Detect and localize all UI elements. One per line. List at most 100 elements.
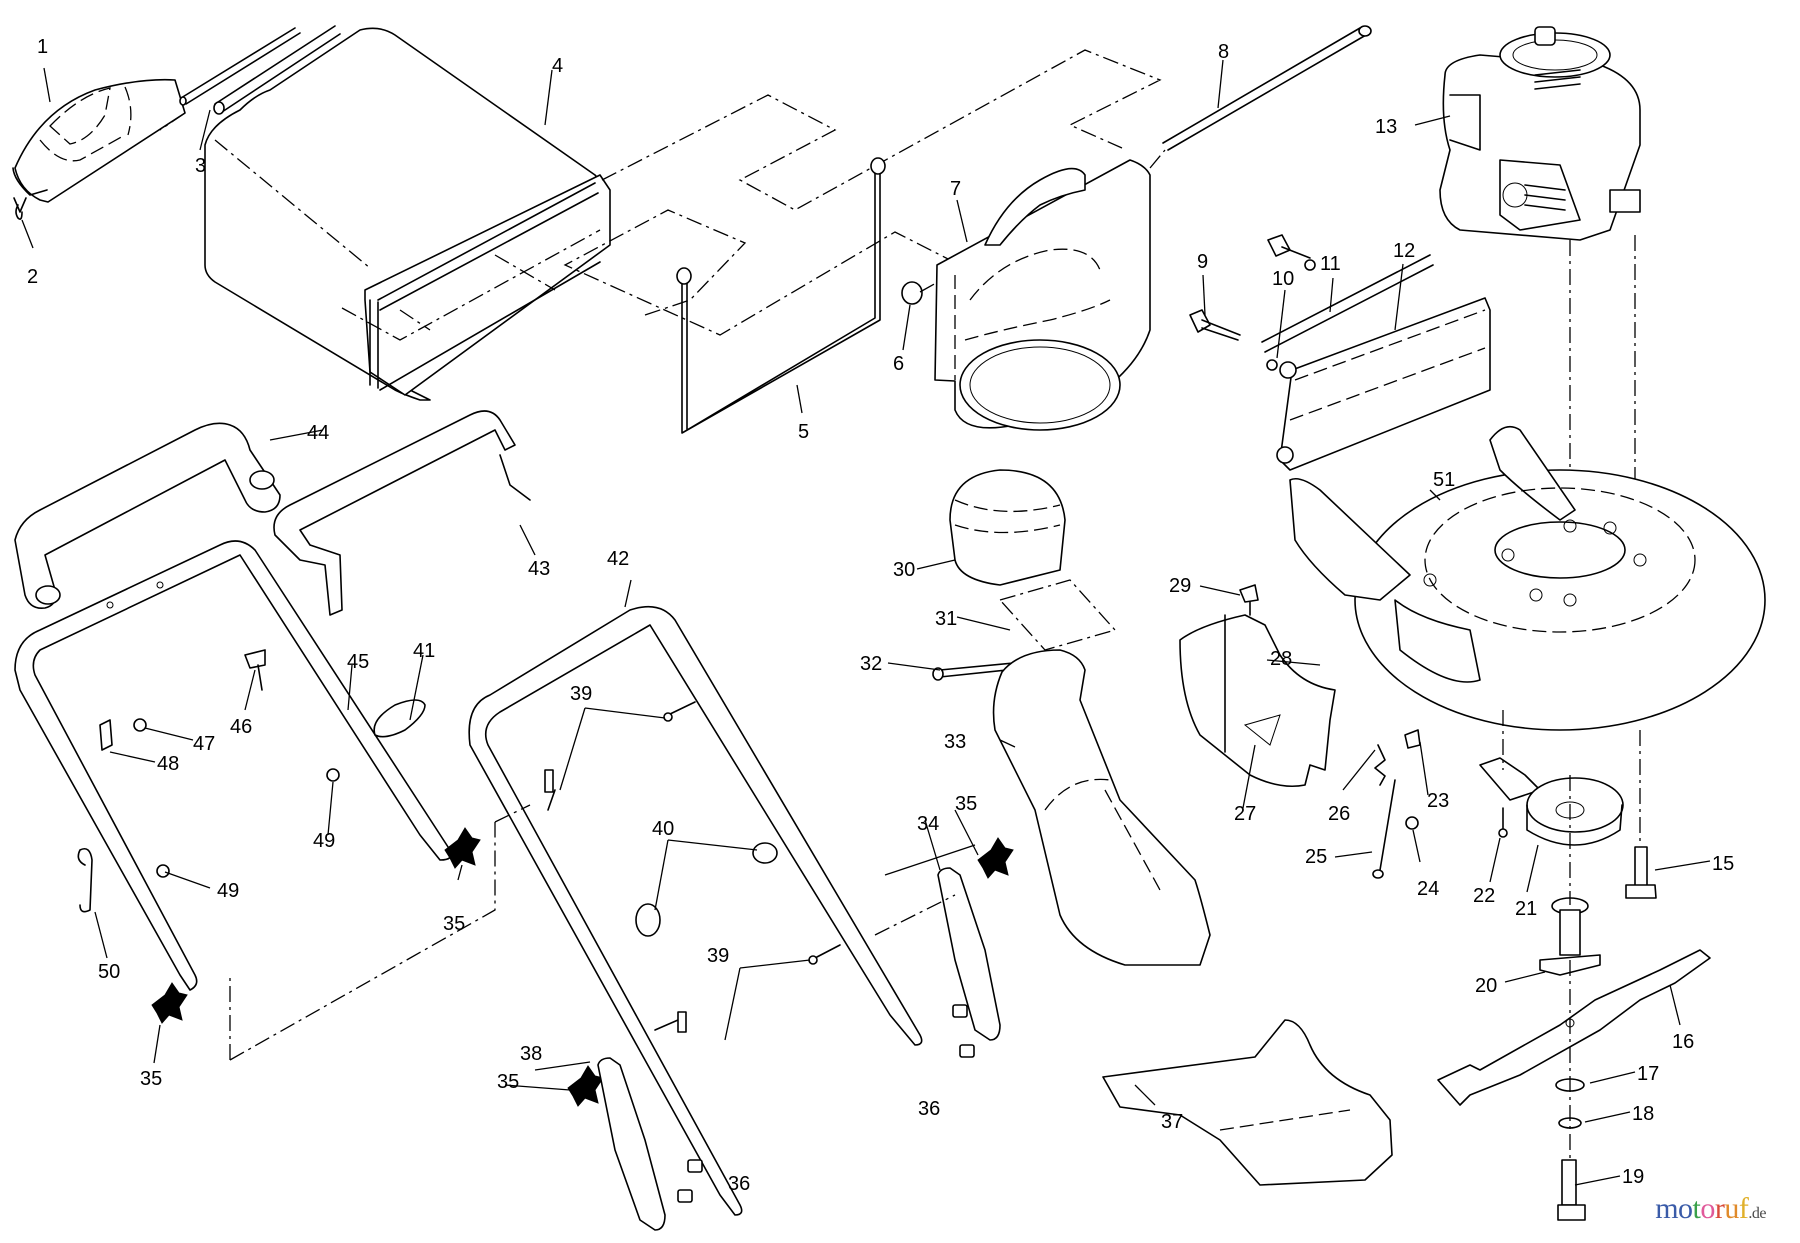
part-23-bracket — [1404, 729, 1421, 749]
label-20: 20 — [1475, 975, 1497, 997]
part-10-nut — [1266, 359, 1278, 371]
part-9-bolt — [1189, 309, 1241, 341]
label-5: 5 — [798, 421, 809, 443]
label-39: 39 — [707, 945, 729, 967]
part-29-knob — [1239, 584, 1259, 616]
label-3: 3 — [195, 155, 206, 177]
label-8: 8 — [1218, 41, 1229, 63]
label-49: 49 — [313, 830, 335, 852]
part-8-rod — [1149, 25, 1372, 169]
assembly-guide-lines — [494, 49, 1162, 336]
watermark-letter: u — [1724, 1192, 1739, 1225]
label-40: 40 — [652, 818, 674, 840]
label-21: 21 — [1515, 898, 1537, 920]
label-35: 35 — [140, 1068, 162, 1090]
label-1: 1 — [37, 36, 48, 58]
watermark-letter: o — [1700, 1192, 1715, 1225]
label-24: 24 — [1417, 878, 1439, 900]
part-27-decal — [1243, 714, 1281, 746]
watermark-letter: f — [1738, 1192, 1749, 1225]
label-36: 36 — [918, 1098, 940, 1120]
label-46: 46 — [230, 716, 252, 738]
label-35: 35 — [443, 913, 465, 935]
part-35-knob-b — [151, 982, 188, 1024]
part-48-clip — [99, 719, 113, 751]
part-38-bracket — [597, 1057, 666, 1231]
part-49-nut-a — [326, 768, 340, 782]
part-labels: 1 2 3 4 5 6 7 8 9 10 11 12 13 15 16 17 1… — [27, 36, 1734, 1195]
part-50-cable-guide — [77, 847, 93, 913]
label-18: 18 — [1632, 1103, 1654, 1125]
part-3-rod — [179, 25, 341, 115]
part-42-lower-handle — [468, 605, 923, 1216]
part-22-screw — [1498, 807, 1508, 838]
label-2: 2 — [27, 266, 38, 288]
label-26: 26 — [1328, 803, 1350, 825]
label-35: 35 — [955, 793, 977, 815]
label-12: 12 — [1393, 240, 1415, 262]
label-7: 7 — [950, 178, 961, 200]
label-48: 48 — [157, 753, 179, 775]
label-19: 19 — [1622, 1166, 1644, 1188]
label-11: 11 — [1320, 253, 1341, 275]
watermark-letter: r — [1714, 1192, 1725, 1225]
part-40-cable-ties — [635, 842, 778, 937]
part-12-rear-door — [1276, 297, 1491, 471]
label-49: 49 — [217, 880, 239, 902]
part-44-handle-grip — [14, 422, 281, 610]
label-28: 28 — [1270, 648, 1292, 670]
watermark-letter: t — [1692, 1192, 1701, 1225]
label-44: 44 — [307, 422, 329, 444]
watermark-logo: motoruf.de — [1655, 1192, 1766, 1226]
part-34-bracket — [937, 867, 1001, 1041]
label-30: 30 — [893, 559, 915, 581]
part-31-decal — [998, 579, 1117, 651]
part-43-control-bail — [273, 410, 531, 616]
label-35: 35 — [497, 1071, 519, 1093]
part-1-handle-cover — [12, 78, 186, 203]
label-34: 34 — [917, 813, 939, 835]
label-39: 39 — [570, 683, 592, 705]
part-35-knob-c — [977, 837, 1014, 879]
watermark-tld: .de — [1748, 1205, 1766, 1222]
part-46-clip — [244, 649, 266, 691]
label-38: 38 — [520, 1043, 542, 1065]
label-41: 41 — [413, 640, 435, 662]
part-21-brake-disc — [1479, 757, 1624, 846]
label-16: 16 — [1672, 1031, 1694, 1053]
label-22: 22 — [1473, 885, 1495, 907]
part-26-spring — [1374, 744, 1386, 786]
label-45: 45 — [347, 651, 369, 673]
part-7-bag-frame — [934, 159, 1151, 431]
label-4: 4 — [552, 55, 563, 77]
part-6-retaining-ring — [901, 277, 946, 305]
part-35-knob-a — [444, 827, 481, 869]
label-47: 47 — [193, 733, 215, 755]
label-17: 17 — [1637, 1063, 1659, 1085]
part-35-knob-d — [567, 1065, 604, 1107]
part-45-upper-handle — [14, 540, 453, 991]
part-39-bolts — [544, 701, 841, 1033]
label-50: 50 — [98, 961, 120, 983]
part-30-mulch-plug — [949, 469, 1066, 586]
label-10: 10 — [1272, 268, 1294, 290]
handle-guide-lines — [229, 804, 956, 1061]
part-51-mower-deck — [1289, 425, 1766, 731]
watermark-letter: o — [1678, 1192, 1693, 1225]
part-24-nut — [1405, 816, 1419, 830]
leader-lines — [21, 59, 1711, 1186]
label-31: 31 — [935, 608, 957, 630]
label-51: 51 — [1433, 469, 1455, 491]
part-37-deflector — [1102, 1019, 1393, 1186]
watermark-text: motoruf — [1655, 1192, 1749, 1225]
part-4-grass-bag — [204, 27, 611, 401]
part-49-nut-b — [156, 864, 170, 878]
part-2-clip — [13, 197, 27, 220]
label-9: 9 — [1197, 251, 1208, 273]
part-33-discharge-chute — [992, 649, 1211, 966]
part-28-side-cover — [1179, 614, 1336, 788]
label-27: 27 — [1234, 803, 1256, 825]
label-23: 23 — [1427, 790, 1449, 812]
part-13-engine — [1439, 26, 1641, 545]
